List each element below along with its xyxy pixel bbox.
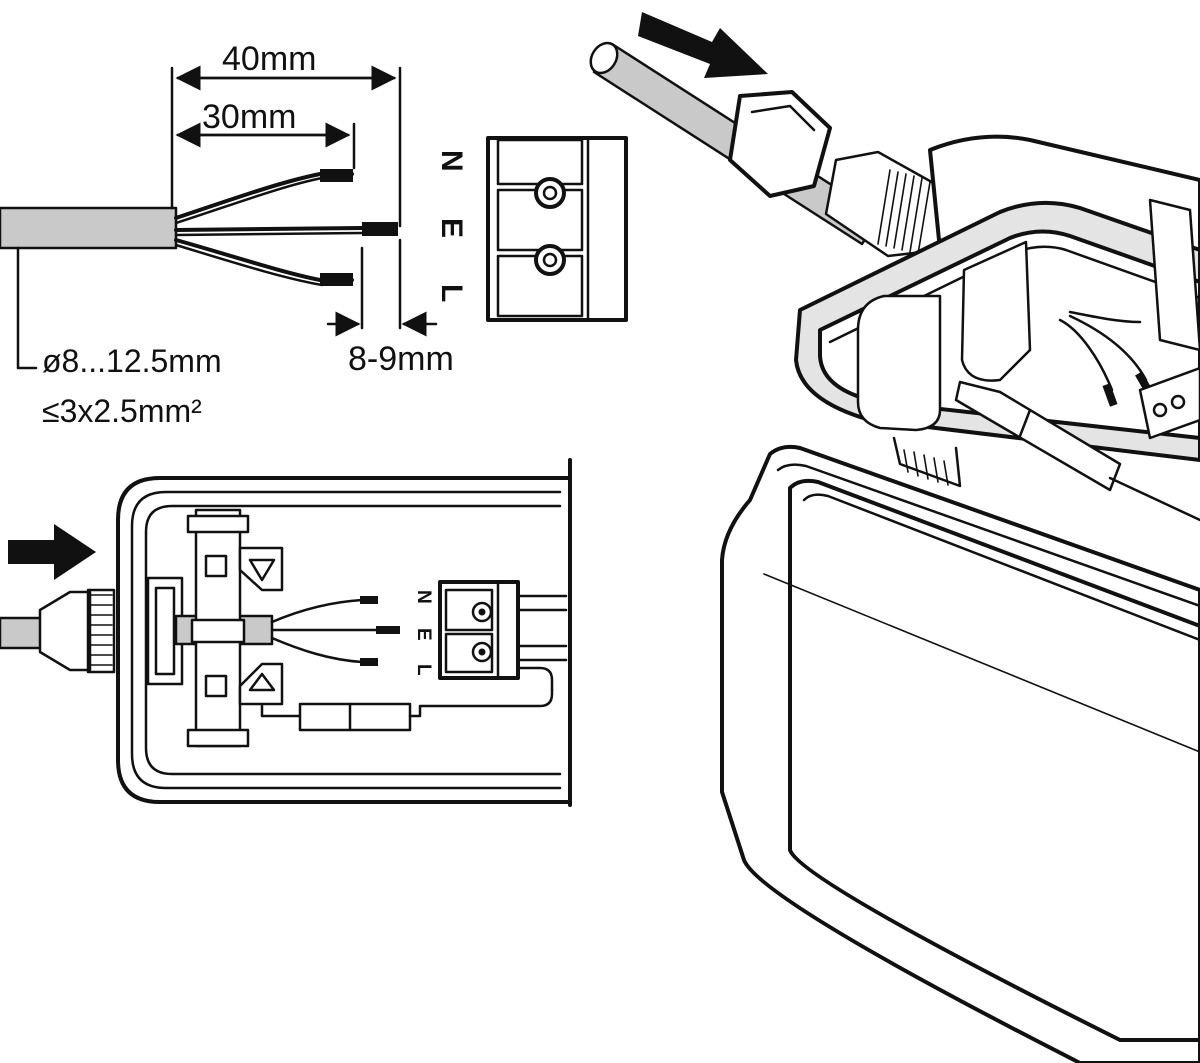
luminaire-3d-view xyxy=(589,12,1200,1063)
diffuser-cover xyxy=(720,444,1200,1063)
housing-terminal-label-e: E xyxy=(413,628,434,641)
cable-diameter-label: ø8...12.5mm xyxy=(42,343,222,379)
dimension-40mm-label: 40mm xyxy=(222,40,316,78)
terminal-block: N E L xyxy=(435,136,628,322)
insertion-arrow-icon xyxy=(638,12,768,78)
housing-terminal-label-l: L xyxy=(413,664,434,676)
wire-bottom-tip xyxy=(320,273,353,286)
cable-gland xyxy=(38,590,92,672)
cable-strip-diagram: 40mm 30mm 8-9mm ø8...12.5mm ≤3x2.5mm² xyxy=(0,40,454,429)
wire-top xyxy=(174,172,354,220)
terminal-label-l: L xyxy=(435,284,468,302)
cable-cross-section-label: ≤3x2.5mm² xyxy=(42,393,202,429)
dimension-strip-label: 8-9mm xyxy=(348,340,454,378)
terminal-label-n: N xyxy=(435,150,468,172)
wire-middle xyxy=(174,226,364,232)
entry-arrow-icon xyxy=(8,524,96,580)
terminal-label-e: E xyxy=(435,218,468,238)
dimension-30mm-label: 30mm xyxy=(202,98,296,136)
wire-top-tip xyxy=(320,169,353,182)
cable-sheath xyxy=(0,206,178,250)
housing-terminal-label-n: N xyxy=(413,590,434,604)
wire-middle-tip xyxy=(362,222,398,236)
wire-bottom xyxy=(174,238,354,282)
gland-nut xyxy=(728,90,832,198)
housing-section: N E L xyxy=(0,458,572,807)
